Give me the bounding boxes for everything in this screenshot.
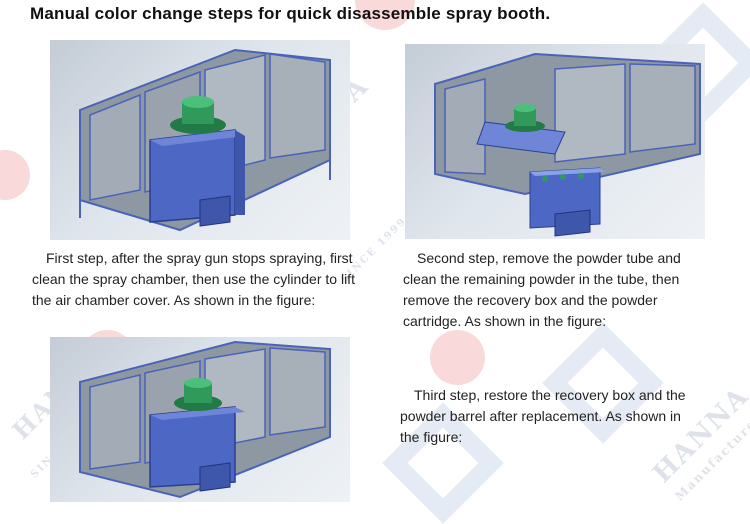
spray-booth-illustration-1 — [50, 40, 350, 240]
spray-booth-illustration-3 — [50, 337, 350, 502]
step-3-text: Third step, restore the recovery box and… — [400, 385, 700, 448]
figure-step-3 — [50, 337, 350, 502]
step-2-text: Second step, remove the powder tube and … — [403, 248, 715, 332]
figure-step-1 — [50, 40, 350, 240]
page-title: Manual color change steps for quick disa… — [30, 4, 550, 24]
figure-step-2 — [405, 44, 705, 239]
step-1-text: First step, after the spray gun stops sp… — [32, 248, 362, 311]
spray-booth-illustration-2 — [405, 44, 705, 239]
